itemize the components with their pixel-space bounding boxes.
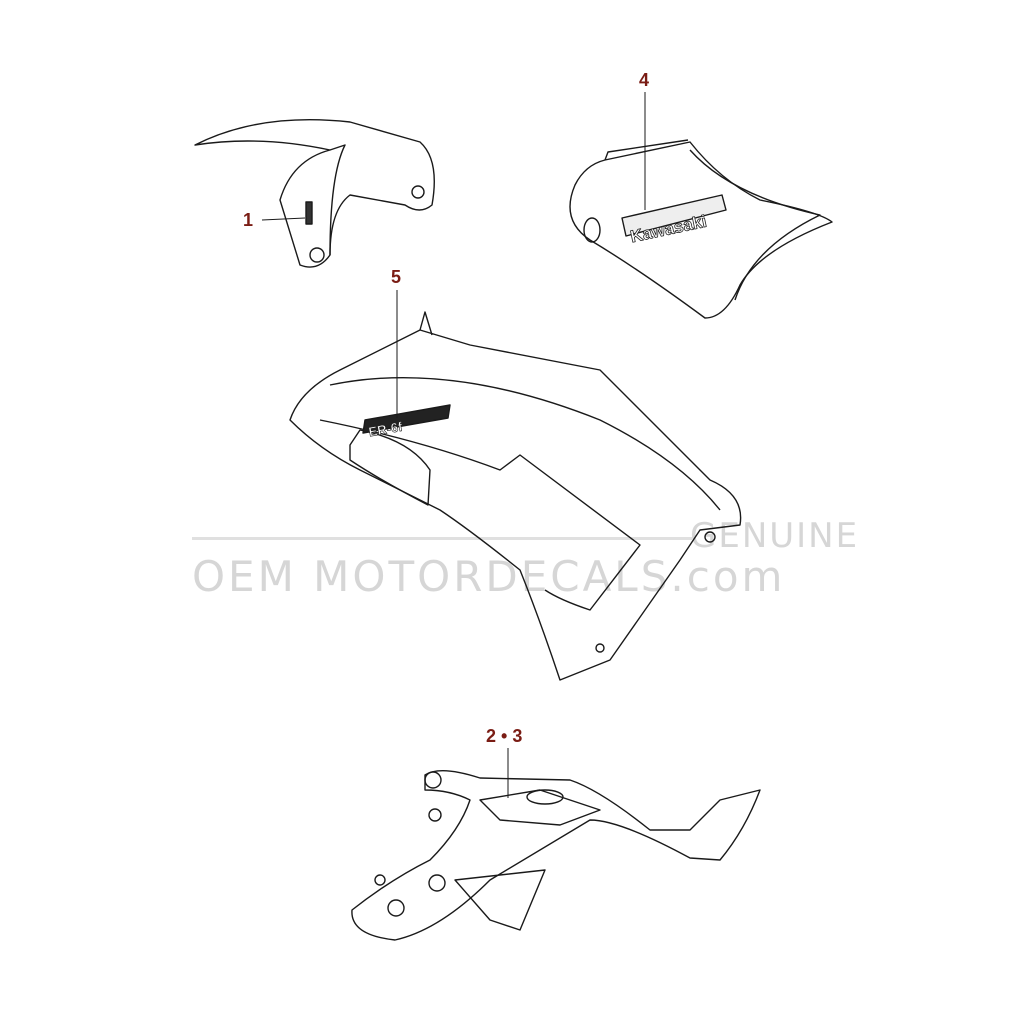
fairing-decal-text: ER-6f — [367, 419, 404, 440]
fuel-tank-part — [569, 139, 833, 319]
callout-2-3: 2 • 3 — [486, 726, 523, 746]
callout-1: 1 — [243, 210, 254, 230]
frame-cover-part — [351, 770, 761, 941]
front-fender-part — [194, 118, 435, 268]
fairing-part — [289, 311, 742, 681]
callout-5: 5 — [391, 267, 402, 287]
watermark-genuine: GENUINE — [690, 516, 860, 556]
callout-4: 4 — [639, 70, 650, 90]
leader-lines — [261, 92, 646, 798]
watermark-site: OEM MOTORDECALS.com — [192, 552, 786, 601]
watermark-rule — [192, 537, 692, 540]
